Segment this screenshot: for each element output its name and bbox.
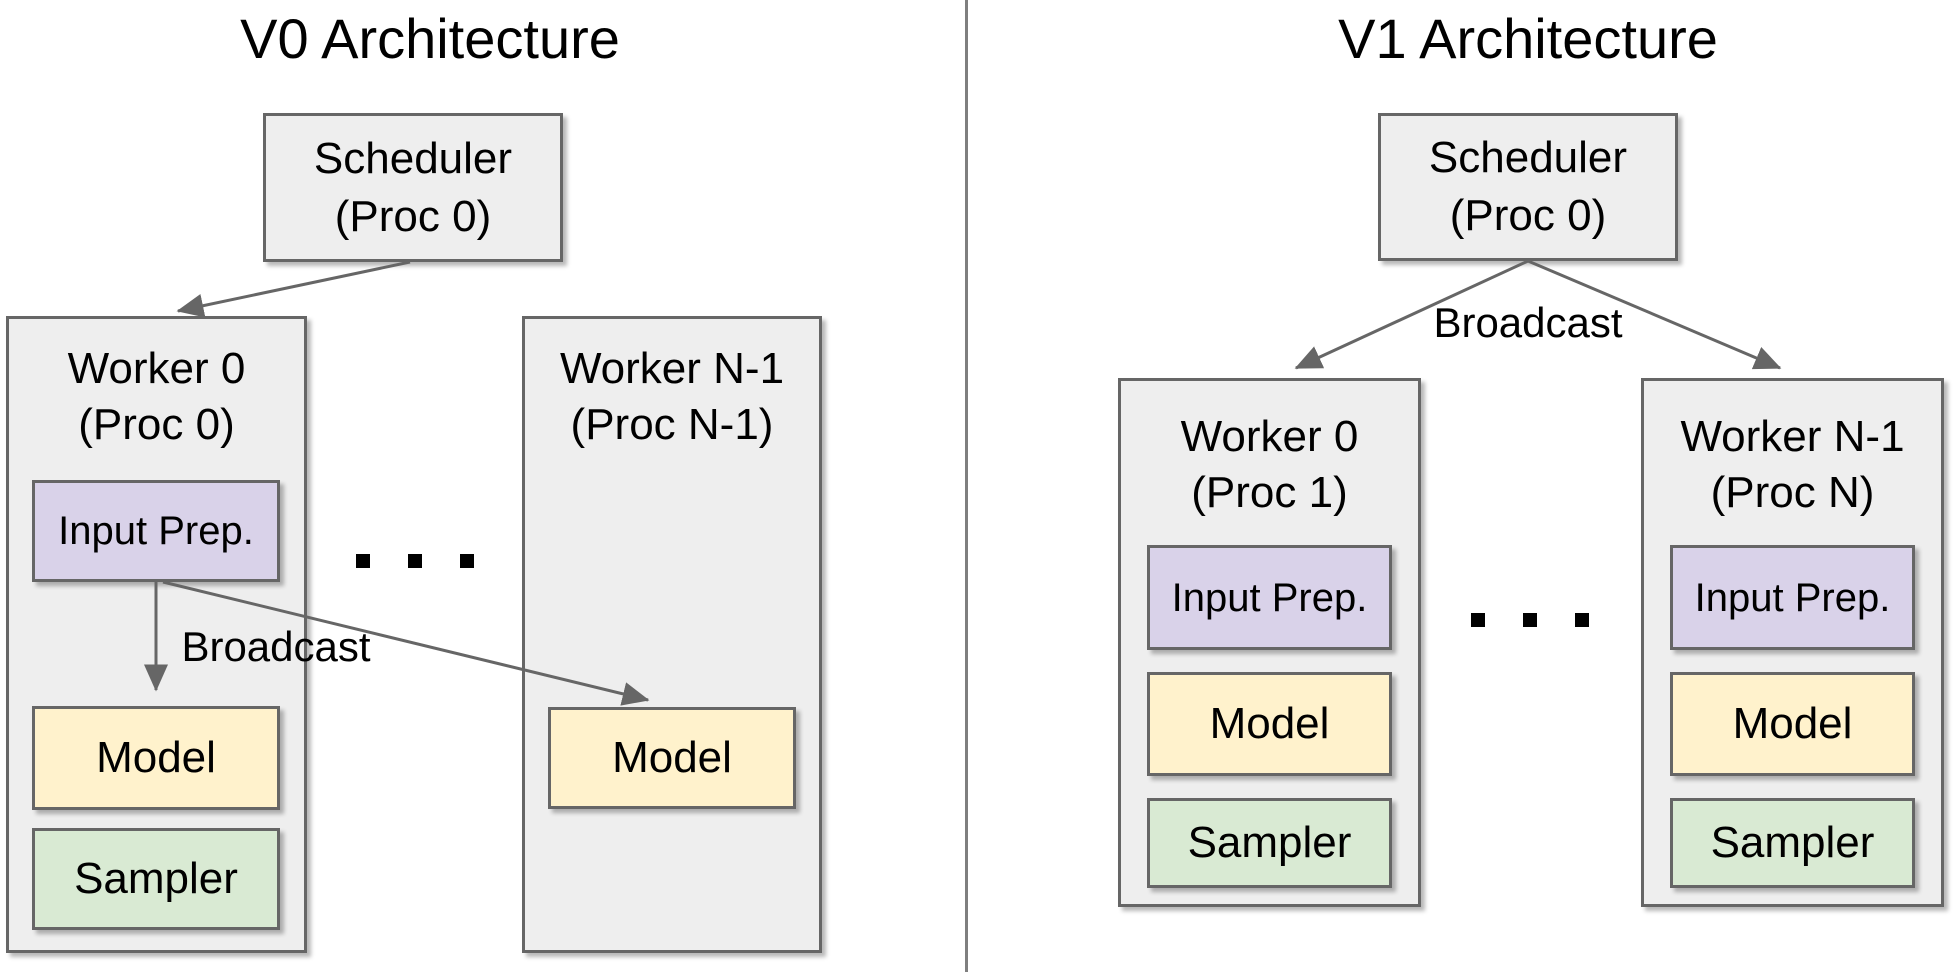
ellipsis-dot (1523, 613, 1537, 627)
v0-workerN-name: Worker N-1 (559, 344, 785, 393)
v0-ellipsis-dots (356, 554, 474, 568)
v0-scheduler-proc: (Proc 0) (334, 191, 492, 241)
v0-title: V0 Architecture (240, 7, 620, 70)
v0-broadcast-label: Broadcast (181, 623, 371, 670)
v1-worker0-sampler-box: Sampler (1147, 798, 1392, 888)
v1-worker0-proc: (Proc 1) (1191, 468, 1348, 517)
v0-worker0-input-prep-label: Input Prep. (58, 509, 254, 553)
v0-worker0-name: Worker 0 (67, 344, 246, 393)
v0-workerN-model-box: Model (548, 707, 796, 809)
v1-workerN-sampler-box: Sampler (1670, 798, 1915, 888)
v1-broadcast-label: Broadcast (1433, 299, 1623, 346)
v0-workerN-proc: (Proc N-1) (570, 400, 774, 449)
v1-scheduler-box: Scheduler (Proc 0) (1378, 113, 1678, 261)
ellipsis-dot (460, 554, 474, 568)
ellipsis-dot (1575, 613, 1589, 627)
v0-workerN-title: Worker N-1 (Proc N-1) (525, 319, 819, 453)
v1-workerN-model-box: Model (1670, 672, 1915, 776)
v1-worker0-input-prep-box: Input Prep. (1147, 545, 1392, 650)
section-divider (965, 0, 968, 972)
v0-worker0-proc: (Proc 0) (78, 400, 235, 449)
v1-workerN-model-label: Model (1732, 698, 1853, 748)
v1-scheduler-label: Scheduler (1428, 133, 1628, 182)
v1-workerN-proc: (Proc N) (1710, 468, 1875, 517)
v1-title: V1 Architecture (1338, 7, 1718, 70)
ellipsis-dot (408, 554, 422, 568)
v0-scheduler-box: Scheduler (Proc 0) (263, 113, 563, 262)
v1-worker0-model-label: Model (1209, 698, 1330, 748)
v0-arrow-scheduler-to-worker0 (176, 260, 411, 318)
ellipsis-dot (1471, 613, 1485, 627)
v1-scheduler-proc: (Proc 0) (1449, 191, 1607, 240)
v0-worker0-model-label: Model (96, 732, 216, 782)
v0-worker0-model-box: Model (32, 706, 280, 810)
v1-worker0-sampler-label: Sampler (1187, 817, 1352, 867)
v1-worker0-title: Worker 0 (Proc 1) (1121, 381, 1418, 521)
v0-worker0-sampler-box: Sampler (32, 828, 280, 930)
v1-worker0-name: Worker 0 (1180, 412, 1359, 461)
v1-worker0-model-box: Model (1147, 672, 1392, 776)
ellipsis-dot (356, 554, 370, 568)
v0-worker0-title: Worker 0 (Proc 0) (9, 319, 304, 453)
v0-workerN-model-label: Model (612, 732, 732, 782)
v0-worker0-sampler-label: Sampler (74, 853, 238, 903)
v1-worker0-input-prep-label: Input Prep. (1171, 575, 1368, 620)
v1-workerN-input-prep-label: Input Prep. (1694, 575, 1891, 620)
v0-workerN-box: Worker N-1 (Proc N-1) (522, 316, 822, 953)
v1-workerN-title: Worker N-1 (Proc N) (1644, 381, 1941, 521)
v1-workerN-sampler-label: Sampler (1710, 817, 1875, 867)
v1-workerN-name: Worker N-1 (1680, 412, 1905, 461)
v1-workerN-input-prep-box: Input Prep. (1670, 545, 1915, 650)
v1-ellipsis-dots (1471, 613, 1589, 627)
v0-worker0-input-prep-box: Input Prep. (32, 480, 280, 582)
v0-scheduler-label: Scheduler (313, 133, 513, 183)
